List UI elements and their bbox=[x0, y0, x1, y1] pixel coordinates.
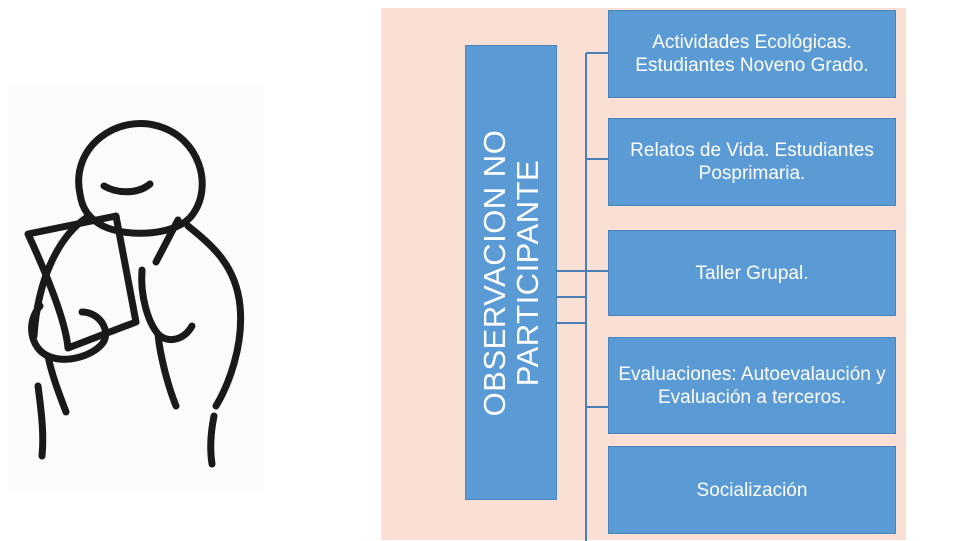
item-label-1: Actividades Ecológicas. Estudiantes Nove… bbox=[635, 32, 869, 76]
main-category-label: OBSERVACION NO PARTICIPANTE bbox=[477, 129, 545, 416]
item-box-2: Relatos de Vida. Estudiantes Posprimaria… bbox=[608, 118, 896, 206]
item-label-3: Taller Grupal. bbox=[695, 262, 809, 284]
item-box-3: Taller Grupal. bbox=[608, 230, 896, 316]
item-label-5: Socialización bbox=[696, 479, 808, 501]
main-category-box: OBSERVACION NO PARTICIPANTE bbox=[465, 45, 557, 500]
person-reading-illustration bbox=[8, 86, 264, 490]
item-label-2: Relatos de Vida. Estudiantes Posprimaria… bbox=[630, 140, 874, 184]
item-box-4: Evaluaciones: Autoevalaución y Evaluació… bbox=[608, 337, 896, 434]
person-reading-icon bbox=[24, 119, 245, 468]
item-box-1: Actividades Ecológicas. Estudiantes Nove… bbox=[608, 10, 896, 98]
item-label-4: Evaluaciones: Autoevalaución y Evaluació… bbox=[618, 363, 886, 408]
item-box-5: Socialización bbox=[608, 446, 896, 534]
